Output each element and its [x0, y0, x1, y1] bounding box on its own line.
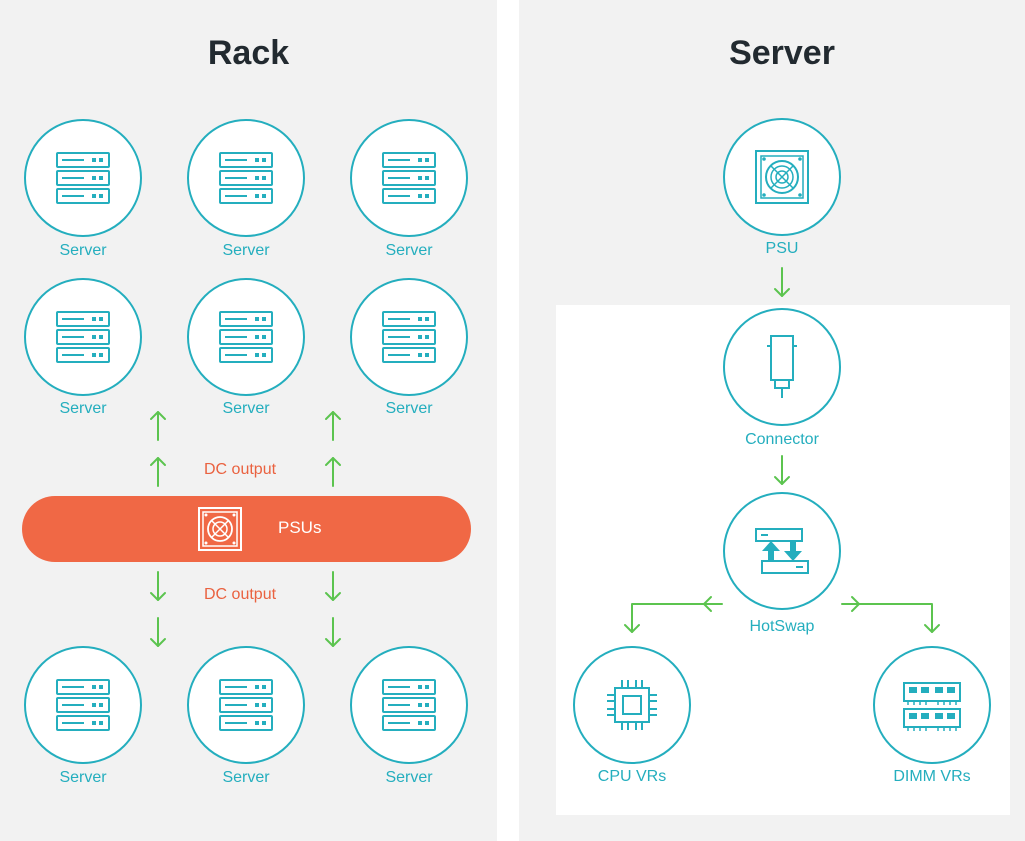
server-rack-icon: [382, 152, 436, 204]
rack-server-node: [350, 119, 468, 237]
rack-server-node: [350, 646, 468, 764]
rack-server-node: [187, 119, 305, 237]
psu-fan-icon: [755, 150, 809, 204]
rack-server-label: Server: [222, 242, 270, 259]
psu-fan-icon: [198, 507, 242, 551]
connector-icon: [767, 335, 797, 398]
rack-server-label: Server: [385, 400, 433, 417]
cpu-vrs-node: [573, 646, 691, 764]
server-rack-icon: [219, 311, 273, 363]
cpu-chip-icon: [607, 680, 657, 730]
hotswap-node: [723, 492, 841, 610]
psus-label: PSUs: [278, 518, 322, 537]
psus-bar: PSUs: [22, 496, 471, 562]
psu-label: PSU: [765, 240, 799, 257]
dimm-vrs-node: [873, 646, 991, 764]
connector-node: [723, 308, 841, 426]
rack-server-node: [24, 278, 142, 396]
dc-output-label-top: DC output: [204, 461, 277, 478]
rack-server-label: Server: [385, 769, 433, 786]
server-rack-icon: [382, 311, 436, 363]
rack-server-label: Server: [222, 400, 270, 417]
rack-server-node: [24, 119, 142, 237]
server-rack-icon: [219, 152, 273, 204]
rack-title: Rack: [207, 34, 290, 72]
server-rack-icon: [382, 679, 436, 731]
server-rack-icon: [56, 311, 110, 363]
psu-node: [723, 118, 841, 236]
server-rack-icon: [56, 152, 110, 204]
dc-output-label-bottom: DC output: [204, 586, 277, 603]
connector-label: Connector: [745, 431, 819, 448]
rack-server-node: [350, 278, 468, 396]
rack-server-label: Server: [59, 769, 107, 786]
rack-server-node: [187, 646, 305, 764]
server-rack-icon: [56, 679, 110, 731]
rack-server-node: [187, 278, 305, 396]
rack-server-label: Server: [59, 400, 107, 417]
cpu-vrs-label: CPU VRs: [597, 768, 667, 785]
rack-server-node: [24, 646, 142, 764]
rack-server-label: Server: [59, 242, 107, 259]
rack-server-label: Server: [385, 242, 433, 259]
dimm-memory-icon: [903, 682, 961, 731]
dimm-vrs-label: DIMM VRs: [893, 768, 971, 785]
server-rack-icon: [219, 679, 273, 731]
hotswap-label: HotSwap: [749, 618, 815, 635]
hotswap-icon: [755, 528, 809, 574]
server-title: Server: [729, 34, 835, 72]
rack-server-label: Server: [222, 769, 270, 786]
